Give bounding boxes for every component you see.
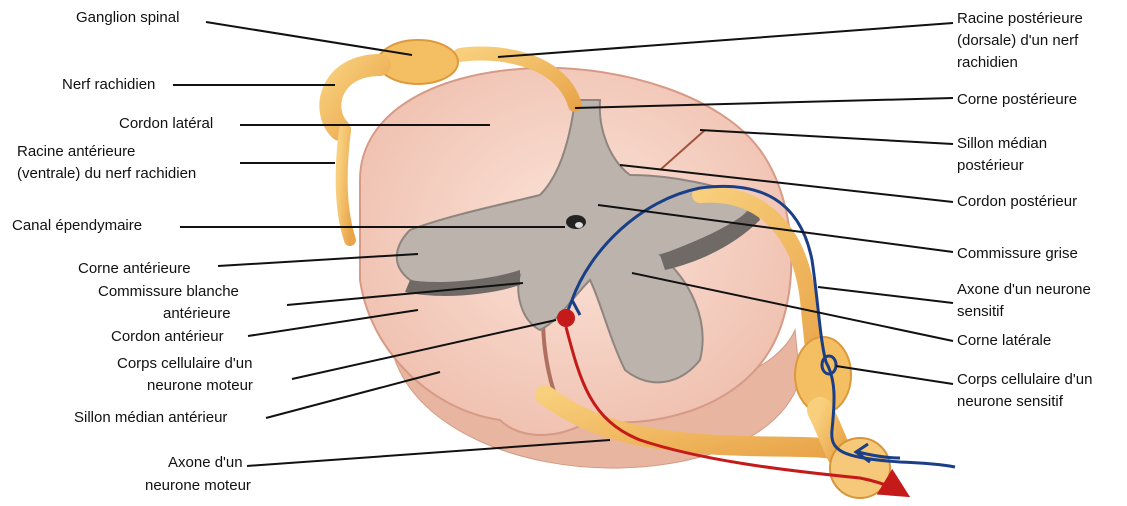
- label-axone-sensitif-1: Axone d'un neurone: [957, 281, 1091, 298]
- label-axone-sensitif-2: sensitif: [957, 303, 1005, 320]
- label-sillon-median-anterieur: Sillon médian antérieur: [74, 409, 227, 426]
- leader-ganglion-spinal: [206, 22, 412, 55]
- spinal-nerve-upper: [330, 65, 380, 130]
- anterior-root: [342, 130, 350, 240]
- label-axone-moteur-1: Axone d'un: [168, 454, 243, 471]
- label-racine-anterieure-2: (ventrale) du nerf rachidien: [17, 165, 196, 182]
- motor-neuron-cell-body: [557, 309, 575, 327]
- label-commissure-blanche-1: Commissure blanche: [98, 283, 239, 300]
- leader-axone-sensitif: [818, 287, 953, 303]
- label-nerf-rachidien: Nerf rachidien: [62, 76, 155, 93]
- label-cordon-lateral: Cordon latéral: [119, 115, 213, 132]
- label-corne-anterieure: Corne antérieure: [78, 260, 191, 277]
- label-commissure-blanche-2: antérieure: [163, 305, 231, 322]
- label-racine-posterieure-2: (dorsale) d'un nerf: [957, 32, 1079, 49]
- label-axone-moteur-2: neurone moteur: [145, 477, 251, 494]
- label-racine-anterieure-1: Racine antérieure: [17, 143, 135, 160]
- label-corne-posterieure: Corne postérieure: [957, 91, 1077, 108]
- label-ganglion-spinal: Ganglion spinal: [76, 9, 179, 26]
- label-corps-sensitif-1: Corps cellulaire d'un: [957, 371, 1092, 388]
- spinal-nerve-cut: [830, 438, 890, 498]
- label-canal-ependymaire: Canal épendymaire: [12, 217, 142, 234]
- label-racine-posterieure-3: rachidien: [957, 54, 1018, 71]
- label-corps-moteur-2: neurone moteur: [147, 377, 253, 394]
- label-sillon-median-posterieur-1: Sillon médian: [957, 135, 1047, 152]
- label-cordon-posterieur: Cordon postérieur: [957, 193, 1077, 210]
- leader-racine-posterieure: [498, 23, 953, 57]
- label-corne-laterale: Corne latérale: [957, 332, 1051, 349]
- label-sillon-median-posterieur-2: postérieur: [957, 157, 1024, 174]
- label-corps-moteur-1: Corps cellulaire d'un: [117, 355, 252, 372]
- label-racine-posterieure-1: Racine postérieure: [957, 10, 1083, 27]
- label-corps-sensitif-2: neurone sensitif: [957, 393, 1064, 410]
- leader-corps-sensitif: [836, 366, 953, 384]
- label-cordon-anterieur: Cordon antérieur: [111, 328, 224, 345]
- label-commissure-grise: Commissure grise: [957, 245, 1078, 262]
- central-canal-highlight: [575, 222, 583, 228]
